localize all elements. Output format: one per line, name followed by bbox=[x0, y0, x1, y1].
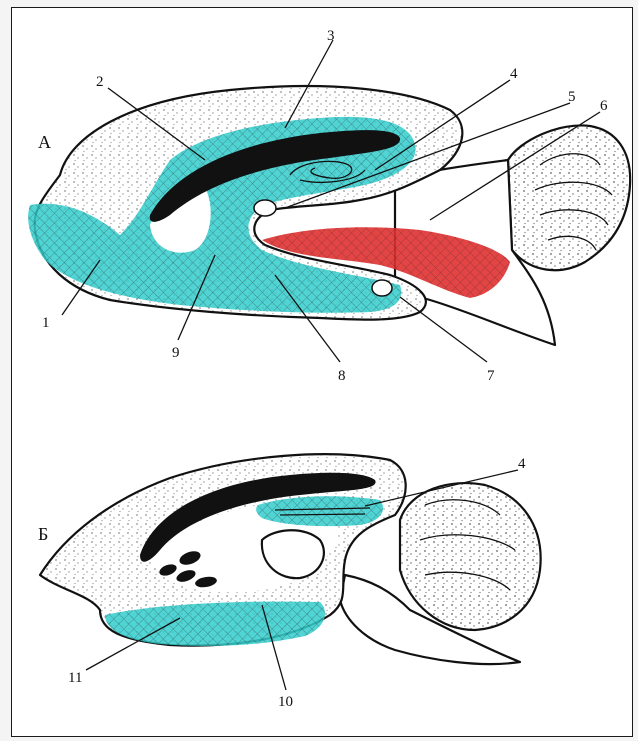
nucleus-5-a bbox=[254, 200, 276, 216]
label-10: 10 bbox=[278, 694, 293, 710]
panel-letter-a: А bbox=[38, 132, 51, 152]
nucleus-7-a bbox=[372, 280, 392, 296]
panel-letter-b: Б bbox=[38, 524, 48, 544]
label-6: 6 bbox=[600, 98, 608, 114]
panel-b bbox=[40, 454, 541, 664]
label-3: 3 bbox=[327, 28, 335, 44]
label-1: 1 bbox=[42, 315, 50, 331]
panel-a bbox=[28, 86, 630, 345]
label-11: 11 bbox=[68, 670, 82, 686]
cerebellum-a bbox=[508, 125, 630, 270]
label-2: 2 bbox=[96, 74, 104, 90]
label-8: 8 bbox=[338, 368, 346, 384]
label-4-b: 4 bbox=[518, 456, 526, 472]
label-4: 4 bbox=[510, 66, 518, 82]
cerebellum-b bbox=[400, 483, 541, 630]
label-5: 5 bbox=[568, 89, 576, 105]
label-9: 9 bbox=[172, 345, 180, 361]
label-7: 7 bbox=[487, 368, 495, 384]
